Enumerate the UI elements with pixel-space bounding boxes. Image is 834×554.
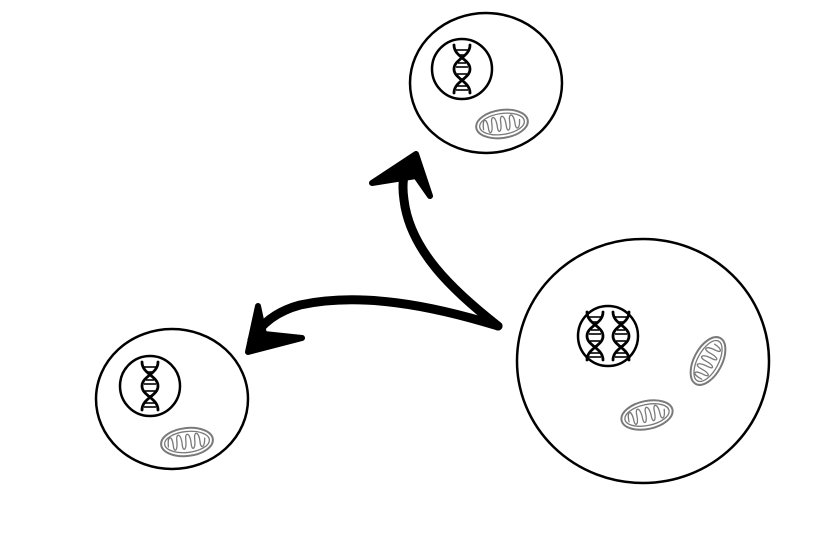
division-arrows <box>245 151 503 355</box>
arrow-icon <box>369 151 503 331</box>
daughter-cell-top <box>408 11 564 155</box>
nucleus <box>430 37 494 101</box>
daughter-cell-left <box>94 327 250 471</box>
nucleus <box>118 354 182 418</box>
nucleus <box>576 304 640 368</box>
arrow-icon <box>245 295 503 355</box>
parent-cell <box>515 237 771 485</box>
